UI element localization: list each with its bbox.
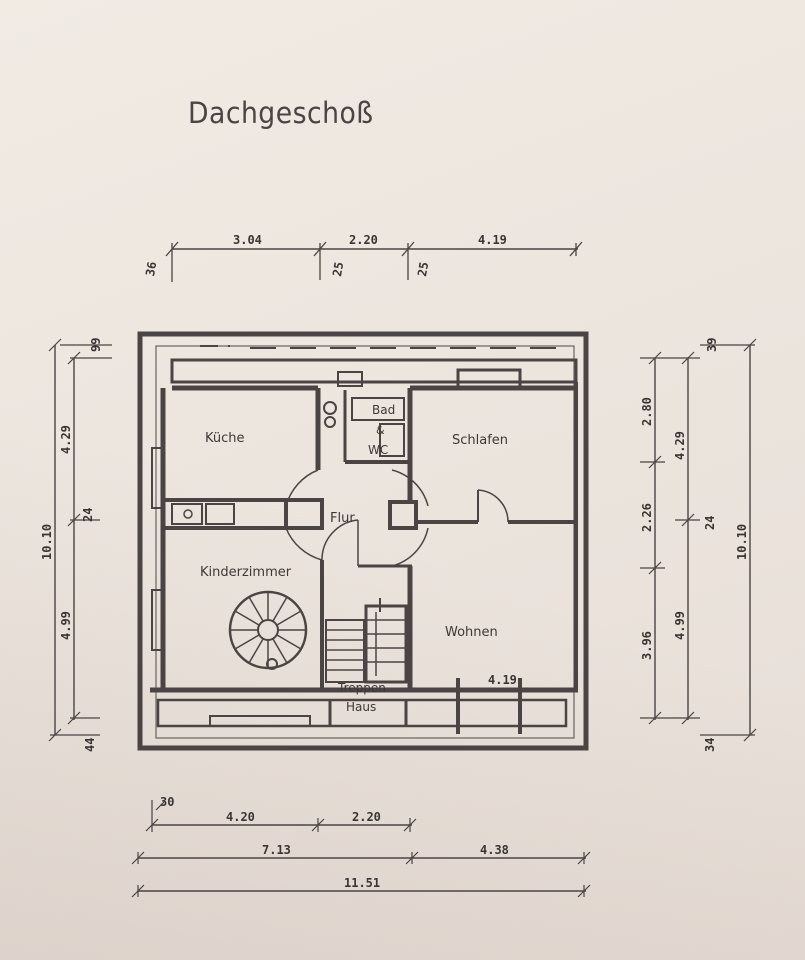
right-dimension-chain: 2.80 2.26 3.96 4.29 4.99 10.10 24 39 34 [640,338,757,752]
room-label-kueche: Küche [205,431,245,446]
dim-right-4-99: 4.99 [673,611,687,640]
room-label-schlafen: Schlafen [452,433,508,448]
room-label-haus: Haus [346,700,376,714]
dim-wohnen-width: 4.19 [488,673,517,687]
room-label-wohnen: Wohnen [445,625,498,640]
left-dimension-chain: 4.29 4.99 10.10 24 99 44 [40,338,112,752]
room-label-treppen: Treppen [337,681,386,695]
bottom-dimension-chain: 30 4.20 2.20 7.13 4.38 11.51 [131,795,591,898]
dim-right-3-96: 3.96 [640,631,654,660]
room-labels: Küche Bad & WC Schlafen Flur Kinderzimme… [200,403,517,714]
dim-right-24: 24 [703,516,717,530]
dim-bottom-30: 30 [160,795,174,809]
main-staircase [325,598,408,684]
dim-top-36: 36 [143,261,159,278]
interior-walls [163,371,576,690]
room-label-flur: Flur [330,511,355,526]
dim-bottom-4-38: 4.38 [480,843,509,857]
dim-bottom-7-13: 7.13 [262,843,291,857]
dim-left-24: 24 [81,508,95,522]
top-dimension-chain: 3.04 2.20 4.19 36 25 25 [143,233,583,282]
dim-top-25-b: 25 [415,261,431,278]
dim-left-bottom: 44 [83,738,97,752]
dim-bottom-11-51: 11.51 [344,876,380,890]
dim-right-4-29: 4.29 [673,431,687,460]
dim-left-10-10: 10.10 [40,524,54,560]
dim-left-4-99: 4.99 [59,611,73,640]
spiral-staircase [228,590,308,670]
page-title: Dachgeschoß [188,96,374,130]
dim-left-4-29: 4.29 [59,425,73,454]
dim-right-2-26: 2.26 [640,503,654,532]
dim-top-2-20: 2.20 [349,233,378,247]
dim-right-2-80: 2.80 [640,397,654,426]
dim-top-3-04: 3.04 [233,233,262,247]
room-label-bad: Bad [372,403,395,417]
dim-top-4-19: 4.19 [478,233,507,247]
dim-bottom-2-20: 2.20 [352,810,381,824]
dim-left-top: 99 [89,338,103,352]
room-label-wc: WC [368,443,388,457]
dim-bottom-4-20: 4.20 [226,810,255,824]
room-label-kinderzimmer: Kinderzimmer [200,565,292,580]
dim-top-25-a: 25 [330,261,346,278]
dim-right-10-10: 10.10 [735,524,749,560]
dim-right-top: 39 [705,338,719,352]
room-label-bad-and: & [376,424,385,437]
outer-walls [137,331,589,751]
dim-right-bottom: 34 [703,738,717,752]
